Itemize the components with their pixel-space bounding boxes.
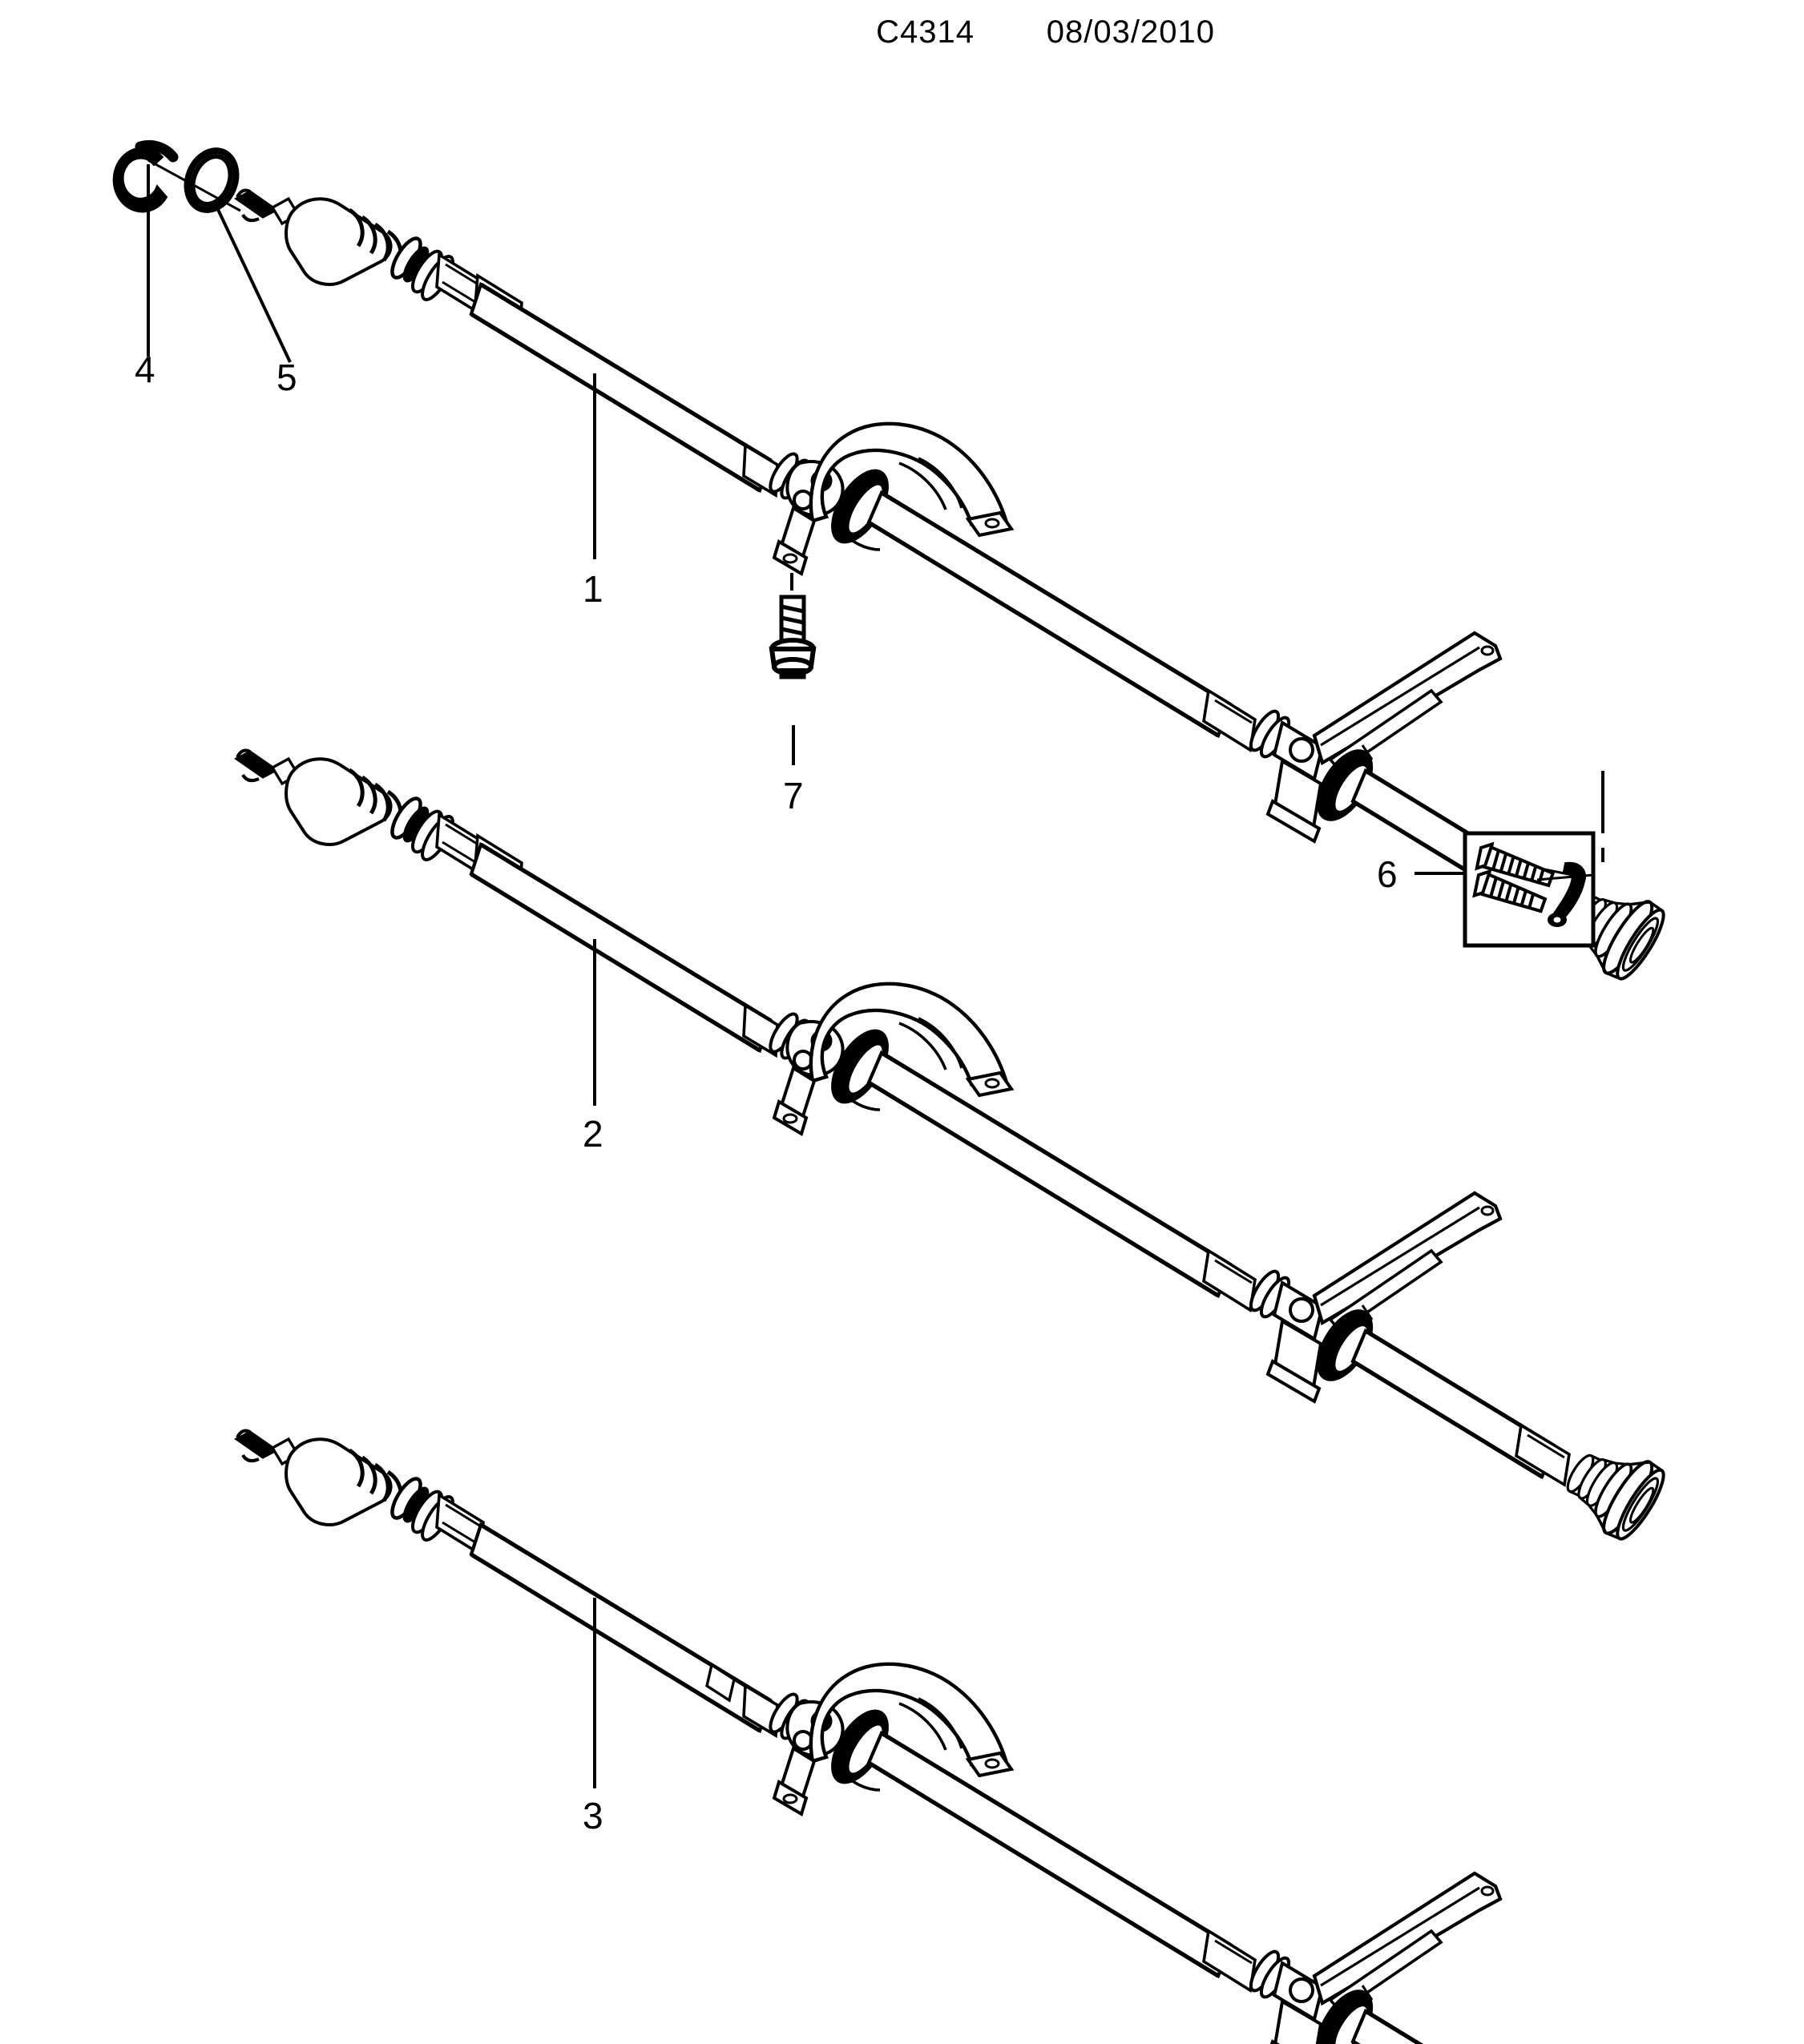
assembly-1-front-joint — [234, 188, 523, 336]
callout-leaders — [147, 164, 1604, 1788]
callout-label-5: 5 — [276, 357, 297, 398]
item-5-seal-ring — [184, 147, 240, 213]
assembly-3-front-joint — [234, 1429, 485, 1558]
kit-bolt-upper — [1475, 841, 1556, 888]
assembly-3-centre-bearing — [742, 1662, 1015, 1817]
leader-line-assembly-pointer — [147, 159, 241, 212]
item-4-snap-ring — [112, 139, 179, 213]
assembly-3-output-end — [1350, 2008, 1424, 2044]
assembly-2-front-tube — [469, 841, 773, 1054]
assembly-3-rear-tube — [866, 1730, 1233, 1979]
assembly-2-centre-bearing — [742, 982, 1015, 1137]
assembly-1-group — [234, 188, 1673, 988]
assembly-2-output-end — [1350, 1328, 1673, 1548]
assembly-1-rear-tube — [866, 490, 1233, 739]
drawing-header: C4314 08/03/2010 — [0, 0, 1804, 80]
assembly-2-rear-joint — [1202, 1191, 1503, 1404]
item-6-fastener-kit — [1463, 831, 1596, 948]
callout-label-7: 7 — [783, 775, 804, 816]
assembly-1-rear-joint — [1202, 631, 1503, 844]
assembly-3-rear-joint — [1202, 1871, 1503, 2044]
callout-label-1: 1 — [583, 568, 603, 610]
assembly-2-group — [234, 748, 1673, 1548]
drawing-code: C4314 — [876, 14, 975, 50]
callout-label-4: 4 — [135, 349, 155, 390]
assembly-1-front-tube — [469, 281, 773, 494]
callout-label-6: 6 — [1377, 853, 1398, 895]
assembly-3-group — [234, 1429, 1503, 2044]
item-7-flange-bolt — [769, 595, 817, 679]
leader-line-5 — [213, 202, 292, 363]
callout-label-2: 2 — [583, 1113, 603, 1155]
kit-bolt-lower — [1472, 869, 1548, 913]
callout-label-3: 3 — [583, 1795, 603, 1836]
assembly-2-rear-tube — [866, 1050, 1233, 1299]
assembly-1-centre-bearing — [742, 421, 1015, 577]
drawing-date: 08/03/2010 — [1046, 14, 1215, 50]
kit-retaining-clip — [1548, 861, 1586, 927]
assembly-3-front-tube — [469, 1522, 773, 1734]
